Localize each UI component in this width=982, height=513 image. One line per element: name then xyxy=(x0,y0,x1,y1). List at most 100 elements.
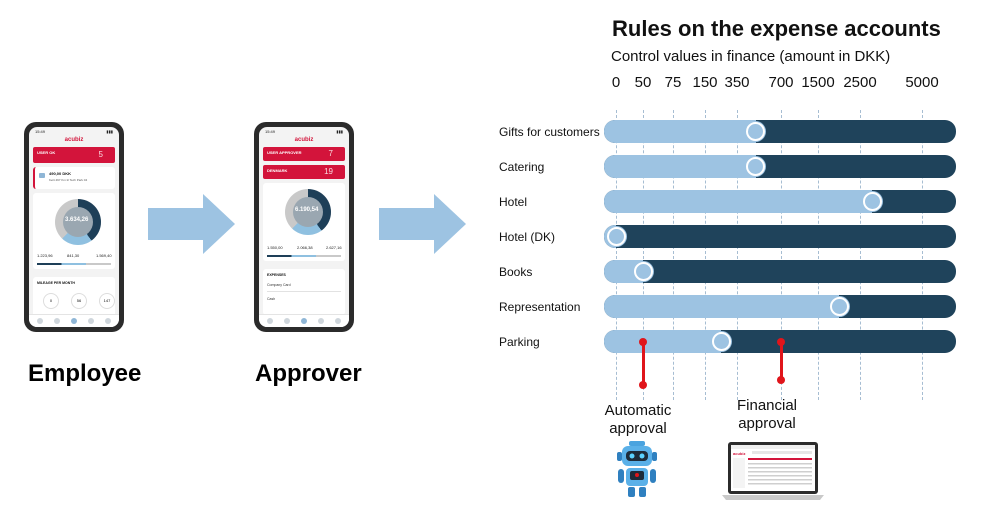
laptop-icon: acubiz xyxy=(722,442,824,500)
threshold-knob-books[interactable] xyxy=(633,262,653,281)
country-bar-count: 19 xyxy=(324,167,333,176)
threshold-knob-gifts-for-customers[interactable] xyxy=(746,122,766,141)
country-bar[interactable]: DENMARK 19 xyxy=(263,165,345,179)
employee-phone-screen: 15:49 ▮▮▮ acubiz USER OK 5 490,00 DKK Kø… xyxy=(29,127,119,327)
bottom-nav xyxy=(29,314,119,327)
tick-label-150: 150 xyxy=(692,74,718,91)
nav-icon-2[interactable] xyxy=(284,318,290,324)
threshold-knob-catering[interactable] xyxy=(746,157,766,176)
user-bar[interactable]: USER OK 5 xyxy=(33,147,115,163)
country-bar-label: DENMARK xyxy=(267,168,288,173)
user-bar-count: 7 xyxy=(328,149,333,158)
employee-label: Employee xyxy=(28,360,142,387)
mini-stat-1: 0 xyxy=(43,293,59,309)
mini-stat-3: 147 xyxy=(99,293,115,309)
overview-card: 3.634,26 1.223,96 841,30 1.569,40 xyxy=(33,193,115,269)
user-bar-label: USER APPROVER xyxy=(267,150,302,155)
home-icon[interactable] xyxy=(267,318,273,324)
amount-sub: Kørt 497 Km til Tech Park 04 xyxy=(49,178,88,182)
tick-label-2500: 2500 xyxy=(843,74,877,91)
marker-end-financial-approval xyxy=(777,376,785,384)
threshold-knob-hotel-dk[interactable] xyxy=(606,227,626,246)
automatic-approval-label: Automatic approval xyxy=(604,402,672,437)
user-bar[interactable]: USER APPROVER 7 xyxy=(263,147,345,161)
category-label-representation: Representation xyxy=(499,300,581,314)
threshold-knob-hotel[interactable] xyxy=(862,192,882,211)
marker-end-automatic-approval xyxy=(639,381,647,389)
status-time: 15:49 xyxy=(35,129,46,134)
threshold-knob-representation[interactable] xyxy=(829,297,849,316)
nav-icon-4[interactable] xyxy=(318,318,324,324)
chart-subtitle: Control values in finance (amount in DKK… xyxy=(611,48,891,65)
gridline-1500 xyxy=(818,110,819,400)
bar-representation xyxy=(604,295,956,318)
expenses-label: EXPENSES xyxy=(267,273,286,277)
approver-phone-screen: 15:49 ▮▮▮ acubiz USER APPROVER 7 DENMARK… xyxy=(259,127,349,327)
tick-label-0: 0 xyxy=(611,74,621,91)
trip-value-2: 841,30 xyxy=(67,253,80,258)
tick-label-700: 700 xyxy=(768,74,794,91)
robot-icon xyxy=(617,441,657,497)
bar-fill-gifts-for-customers xyxy=(604,120,756,143)
mini-stat-2: 56 xyxy=(71,293,87,309)
status-bar: 15:49 ▮▮▮ xyxy=(35,129,113,134)
arrow-shaft xyxy=(148,208,203,240)
trip-bar xyxy=(267,255,341,257)
trip-value-1: 1.223,96 xyxy=(37,253,53,258)
trip-value-1: 1.550,00 xyxy=(267,245,283,250)
threshold-knob-parking[interactable] xyxy=(711,332,731,351)
mileage-card: MILEAGE PER MONTH 0 56 147 xyxy=(33,277,115,317)
bottom-nav xyxy=(259,314,349,327)
gridline-700 xyxy=(781,110,782,400)
marker-line-financial-approval xyxy=(779,342,783,380)
trip-bar xyxy=(37,263,111,265)
bar-fill-catering xyxy=(604,155,756,178)
signal-icon: ▮▮▮ xyxy=(336,129,343,134)
gridline-350 xyxy=(737,110,738,400)
category-label-parking: Parking xyxy=(499,335,540,349)
add-icon[interactable] xyxy=(71,318,77,324)
add-icon[interactable] xyxy=(301,318,307,324)
nav-icon-5[interactable] xyxy=(335,318,341,324)
gridline-2500 xyxy=(860,110,861,400)
amount-card[interactable]: 490,00 DKK Kørt 497 Km til Tech Park 04 xyxy=(33,167,115,189)
status-bar: 15:49 ▮▮▮ xyxy=(265,129,343,134)
bar-hotel-dk xyxy=(604,225,956,248)
category-label-hotel-dk: Hotel (DK) xyxy=(499,230,556,244)
gridline-150 xyxy=(705,110,706,400)
donut-chart xyxy=(55,199,101,245)
trip-value-3: 1.569,40 xyxy=(96,253,112,258)
nav-icon-4[interactable] xyxy=(88,318,94,324)
tick-label-1500: 1500 xyxy=(801,74,835,91)
chart-title: Rules on the expense accounts xyxy=(612,16,941,41)
expense-item-1[interactable]: Company Card xyxy=(267,283,291,287)
arrow-head xyxy=(434,194,466,254)
financial-approval-label: Financial approval xyxy=(736,397,798,432)
signal-icon: ▮▮▮ xyxy=(106,129,113,134)
svg-text:acubiz: acubiz xyxy=(733,451,745,456)
category-label-hotel: Hotel xyxy=(499,195,528,209)
approver-phone: 15:49 ▮▮▮ acubiz USER APPROVER 7 DENMARK… xyxy=(254,122,354,332)
category-label-catering: Catering xyxy=(499,160,545,174)
category-label-books: Books xyxy=(499,265,533,279)
gridline-0 xyxy=(616,110,617,400)
marker-line-automatic-approval xyxy=(641,342,645,385)
donut-value: 3.634,26 xyxy=(65,217,89,223)
nav-icon-5[interactable] xyxy=(105,318,111,324)
bar-books xyxy=(604,260,956,283)
bar-fill-parking xyxy=(604,330,721,353)
donut-chart xyxy=(285,189,331,235)
bar-fill-books xyxy=(604,260,643,283)
mileage-label: MILEAGE PER MONTH xyxy=(37,281,75,285)
tick-label-75: 75 xyxy=(664,74,682,91)
trip-value-2: 2.066,38 xyxy=(297,245,313,250)
tick-label-350: 350 xyxy=(724,74,750,91)
bar-hotel xyxy=(604,190,956,213)
gridline-50 xyxy=(643,110,644,400)
app-logo: acubiz xyxy=(64,137,84,143)
home-icon[interactable] xyxy=(37,318,43,324)
bar-catering xyxy=(604,155,956,178)
nav-icon-2[interactable] xyxy=(54,318,60,324)
donut-value: 6.190,54 xyxy=(295,207,319,213)
expense-item-2[interactable]: Cash xyxy=(267,297,276,301)
